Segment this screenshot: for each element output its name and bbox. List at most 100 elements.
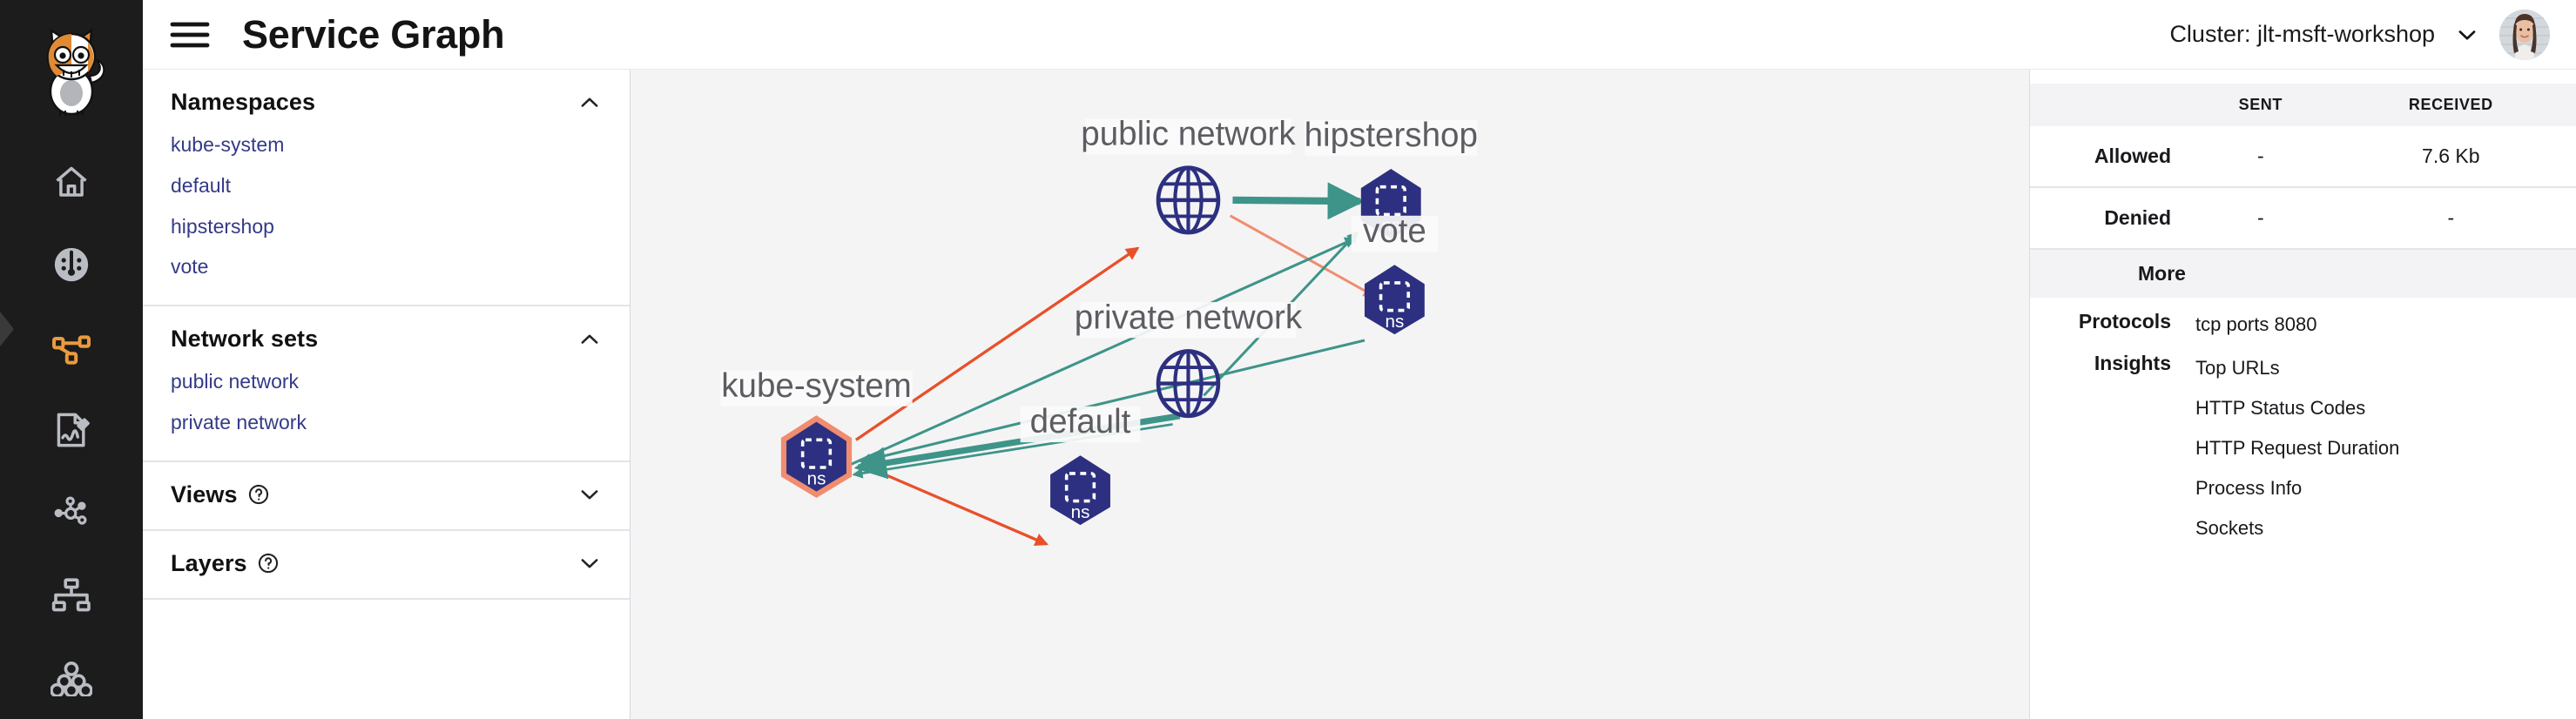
more-section-header[interactable]: More [2030, 250, 2576, 298]
section-header-views[interactable]: Views [143, 462, 630, 517]
row-allowed-received: 7.6 Kb [2325, 126, 2576, 188]
table-header-row: SENT RECEIVED [2030, 84, 2576, 126]
graph-node-label-default: default [1030, 403, 1131, 440]
graph-node-hipstershop[interactable]: ns hipstershop [1305, 117, 1478, 240]
chevron-down-icon[interactable] [2454, 22, 2480, 48]
rail-item-nodes[interactable] [0, 471, 143, 554]
rail-item-home[interactable] [0, 141, 143, 224]
edge-public-network-to-vote[interactable] [1229, 214, 1376, 298]
edge-kube-system-to-default[interactable] [865, 465, 1049, 546]
column-header-received: RECEIVED [2325, 84, 2576, 126]
service-graph-canvas-area: Namespaces from 15 minutes to 0 minutes … [631, 0, 2029, 719]
graph-node-sub-vote: ns [1385, 312, 1404, 332]
chevron-down-icon[interactable] [577, 482, 602, 507]
sidebar-item-hipstershop[interactable]: hipstershop [171, 214, 274, 238]
panel-filler [143, 600, 630, 719]
row-allowed-sent: - [2195, 126, 2326, 188]
chevron-up-icon[interactable] [577, 327, 602, 352]
protocols-row: Protocols tcp ports 8080 [2030, 298, 2576, 339]
protocols-value: tcp ports 8080 [2195, 313, 2317, 335]
primary-nav-rail [0, 0, 143, 719]
nodes-network-icon [51, 493, 92, 533]
graph-nodes: public network ns hipstershop ns [720, 116, 1478, 527]
row-label-allowed: Allowed [2030, 126, 2195, 188]
service-graph-icon [51, 328, 92, 366]
chevron-down-icon[interactable] [577, 551, 602, 575]
rail-item-policies[interactable] [0, 389, 143, 472]
graph-canvas[interactable]: public network ns hipstershop ns [631, 70, 2029, 719]
sidebar-item-kube-system[interactable]: kube-system [171, 133, 285, 156]
graph-node-label-vote: vote [1363, 212, 1426, 250]
section-title-network-sets: Network sets [171, 326, 319, 352]
insight-link-sockets[interactable]: Sockets [2195, 517, 2264, 540]
section-links-namespaces: kube-system default hipstershop vote [143, 124, 630, 292]
panel-section-views: Views [143, 462, 630, 531]
help-circle-icon[interactable] [257, 552, 280, 575]
hamburger-menu-icon[interactable] [169, 19, 211, 50]
graph-node-kube-system[interactable]: ns kube-system [720, 367, 913, 499]
insight-link-http-status-codes[interactable]: HTTP Status Codes [2195, 397, 2366, 420]
dashboard-gauge-icon [51, 245, 91, 285]
graph-node-vote[interactable]: ns vote [1351, 212, 1438, 336]
rail-item-endpoints[interactable] [0, 554, 143, 636]
panel-section-layers: Layers [143, 531, 630, 600]
home-icon [51, 163, 91, 201]
detail-panel: public network » hipstershop SENT RECEIV… [2029, 0, 2576, 719]
section-title-layers: Layers [171, 550, 280, 577]
insights-list: Top URLs HTTP Status Codes HTTP Request … [2195, 352, 2399, 552]
panel-section-namespaces: Namespaces kube-system default hipstersh… [143, 70, 630, 306]
section-header-namespaces[interactable]: Namespaces [143, 70, 630, 124]
column-header-sent: SENT [2195, 84, 2326, 126]
graph-node-default[interactable]: ns default [1020, 403, 1141, 527]
graph-node-sub-kube-system: ns [807, 468, 826, 488]
section-header-network-sets[interactable]: Network sets [143, 306, 630, 361]
graph-node-public-network[interactable]: public network [1081, 116, 1296, 233]
policy-document-edit-icon [51, 410, 91, 450]
graph-node-label-private-network: private network [1075, 299, 1303, 336]
graph-node-private-network[interactable]: private network [1075, 299, 1303, 416]
section-links-network-sets: public network private network [143, 361, 630, 448]
rail-item-service-graph[interactable] [0, 306, 143, 389]
sidebar-item-vote[interactable]: vote [171, 255, 209, 279]
sidebar-item-public-network[interactable]: public network [171, 370, 300, 393]
section-title-views-text: Views [171, 480, 238, 507]
edge-vote-to-kube-system[interactable] [859, 339, 1366, 465]
sidebar-item-default[interactable]: default [171, 173, 232, 197]
insights-label: Insights [2094, 352, 2171, 375]
cluster-selector-label[interactable]: Cluster: jlt-msft-workshop [2169, 21, 2435, 47]
rail-item-dashboard[interactable] [0, 224, 143, 306]
endpoints-hierarchy-icon [51, 577, 92, 614]
graph-node-label-kube-system: kube-system [721, 367, 912, 405]
section-header-layers[interactable]: Layers [143, 531, 630, 586]
protocols-label: Protocols [2078, 310, 2171, 333]
section-title-namespaces: Namespaces [171, 89, 316, 115]
chevron-up-icon[interactable] [577, 91, 602, 115]
graph-node-label-hipstershop: hipstershop [1305, 117, 1478, 154]
table-row: Denied - - [2030, 187, 2576, 250]
avatar[interactable] [2499, 9, 2550, 60]
sidebar-item-private-network[interactable]: private network [171, 410, 307, 433]
clusters-circles-icon [51, 660, 92, 696]
section-title-views: Views [171, 481, 270, 508]
filter-panel: Namespaces kube-system default hipstersh… [143, 0, 631, 719]
edge-kube-system-to-hipstershop[interactable] [843, 237, 1357, 469]
graph-svg[interactable]: public network ns hipstershop ns [631, 70, 2029, 719]
calico-cat-logo[interactable] [0, 0, 143, 141]
insight-link-process-info[interactable]: Process Info [2195, 477, 2303, 500]
insight-link-top-urls[interactable]: Top URLs [2195, 357, 2280, 380]
top-bar: Service Graph Cluster: jlt-msft-workshop [143, 0, 2576, 70]
edge-public-network-to-hipstershop[interactable] [1232, 182, 1366, 220]
help-circle-icon[interactable] [247, 483, 270, 506]
graph-node-sub-default: ns [1071, 502, 1090, 522]
row-label-denied: Denied [2030, 187, 2195, 250]
rail-item-clusters[interactable] [0, 636, 143, 719]
insights-row: Insights Top URLs HTTP Status Codes HTTP… [2030, 339, 2576, 552]
page-title: Service Graph [242, 11, 505, 57]
section-title-layers-text: Layers [171, 549, 247, 576]
top-bar-right: Cluster: jlt-msft-workshop [2169, 9, 2576, 60]
edge-kube-system-to-public-network[interactable] [855, 246, 1140, 441]
panel-section-network-sets: Network sets public network private netw… [143, 306, 630, 462]
column-header-blank [2030, 84, 2195, 126]
graph-node-denied-outline [780, 415, 853, 499]
insight-link-http-request-duration[interactable]: HTTP Request Duration [2195, 437, 2400, 460]
